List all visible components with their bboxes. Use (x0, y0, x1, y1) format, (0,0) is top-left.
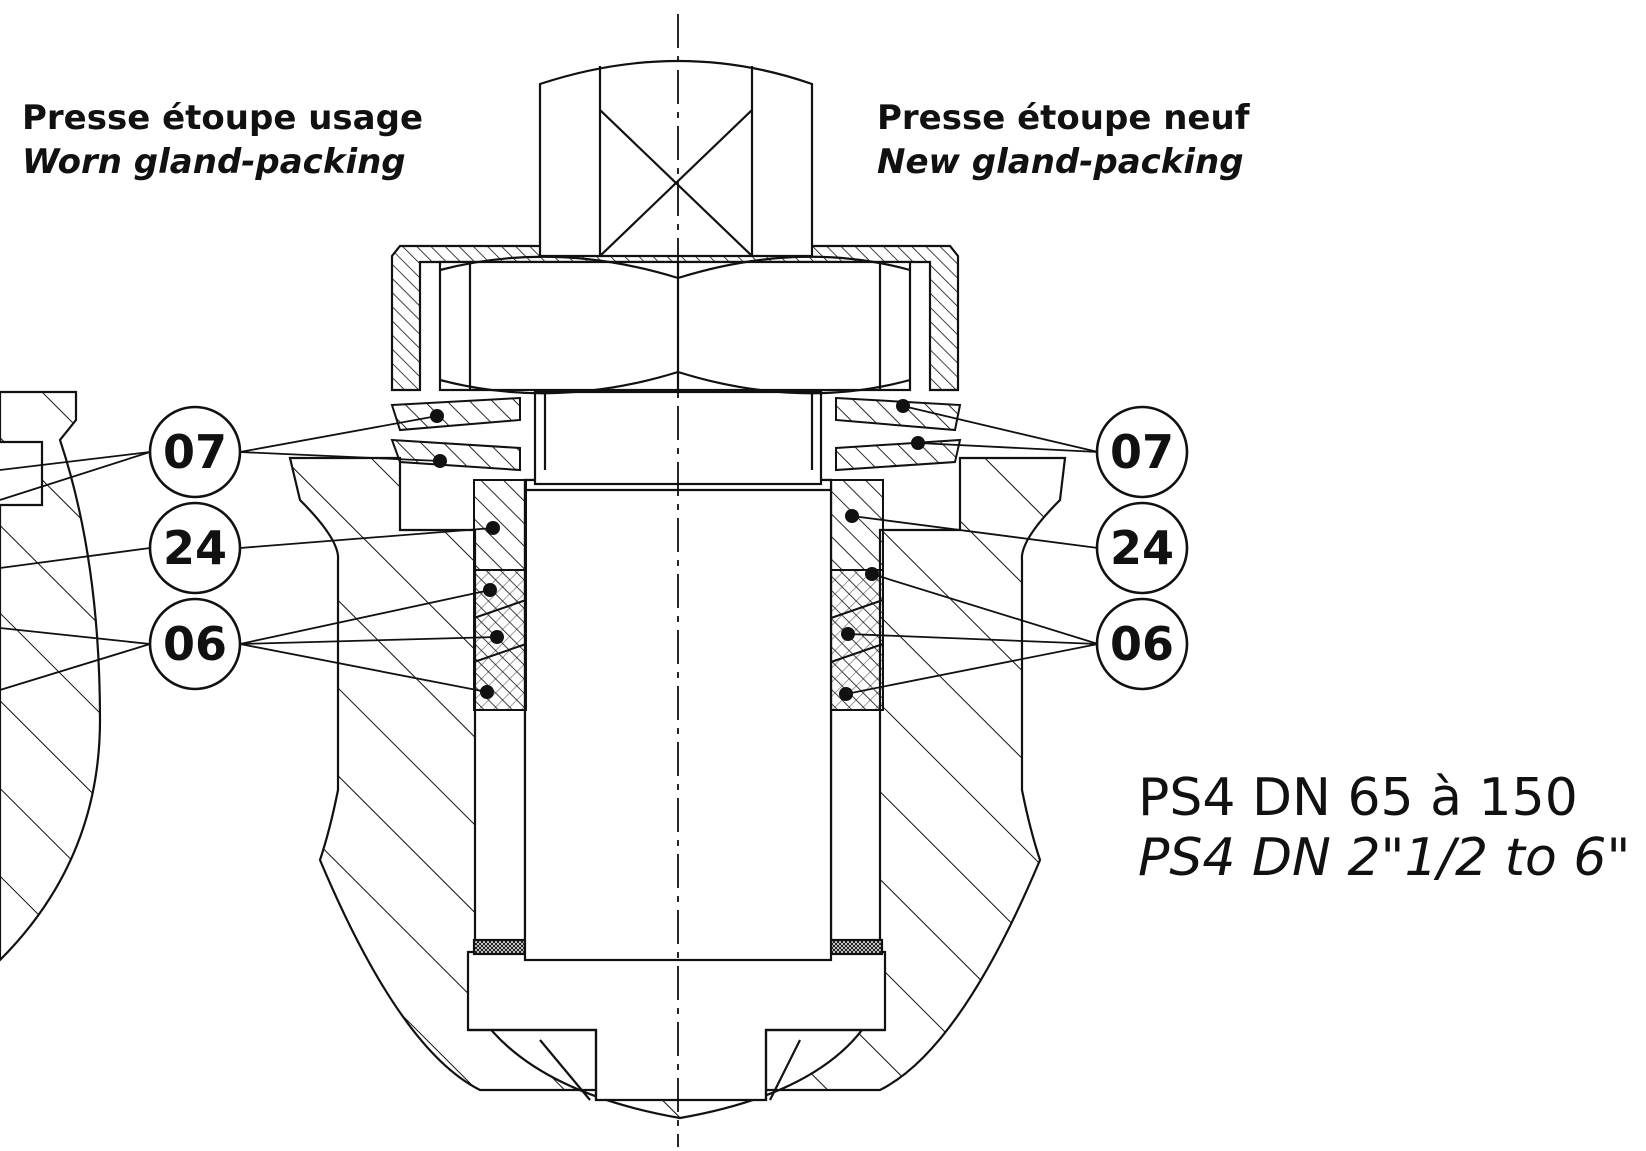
packing-left (473, 479, 527, 711)
callout-label: 24 (163, 521, 227, 575)
callout-label: 06 (163, 617, 227, 671)
callout-label: 24 (1110, 521, 1174, 575)
callout-06-right: 06 (1095, 597, 1189, 691)
model-label-fr: PS4 DN 65 à 150 (1138, 768, 1578, 828)
callout-24-left: 24 (148, 501, 242, 595)
callouts-left: 07 24 06 (148, 405, 242, 691)
left-adjacent-body (0, 390, 102, 962)
new-label-en: New gland-packing (877, 142, 1244, 182)
worn-label-fr: Presse étoupe usage (22, 98, 424, 138)
worn-label-en: Worn gland-packing (22, 142, 406, 182)
callout-label: 07 (1110, 425, 1174, 479)
callout-06-left: 06 (148, 597, 242, 691)
model-designation: PS4 DN 65 à 150 PS4 DN 2"1/2 to 6" (1138, 768, 1630, 888)
leader-lines (0, 405, 1099, 695)
worn-gland-packing-label: Presse étoupe usage Worn gland-packing (22, 96, 424, 184)
model-label-en: PS4 DN 2"1/2 to 6" (1138, 828, 1631, 888)
new-gland-packing-label: Presse étoupe neuf New gland-packing (877, 96, 1250, 184)
callout-07-right: 07 (1095, 405, 1189, 499)
callout-label: 07 (163, 425, 227, 479)
square-drive (538, 59, 814, 258)
callout-07-left: 07 (148, 405, 242, 499)
callout-24-right: 24 (1095, 501, 1189, 595)
callouts-right: 07 24 06 (1095, 405, 1189, 691)
belleville-washers (390, 396, 962, 472)
new-label-fr: Presse étoupe neuf (877, 98, 1250, 138)
gland-nut (390, 244, 960, 395)
valve-body-outline (288, 456, 1067, 1120)
callout-label: 06 (1110, 617, 1174, 671)
packing-right (830, 479, 884, 711)
